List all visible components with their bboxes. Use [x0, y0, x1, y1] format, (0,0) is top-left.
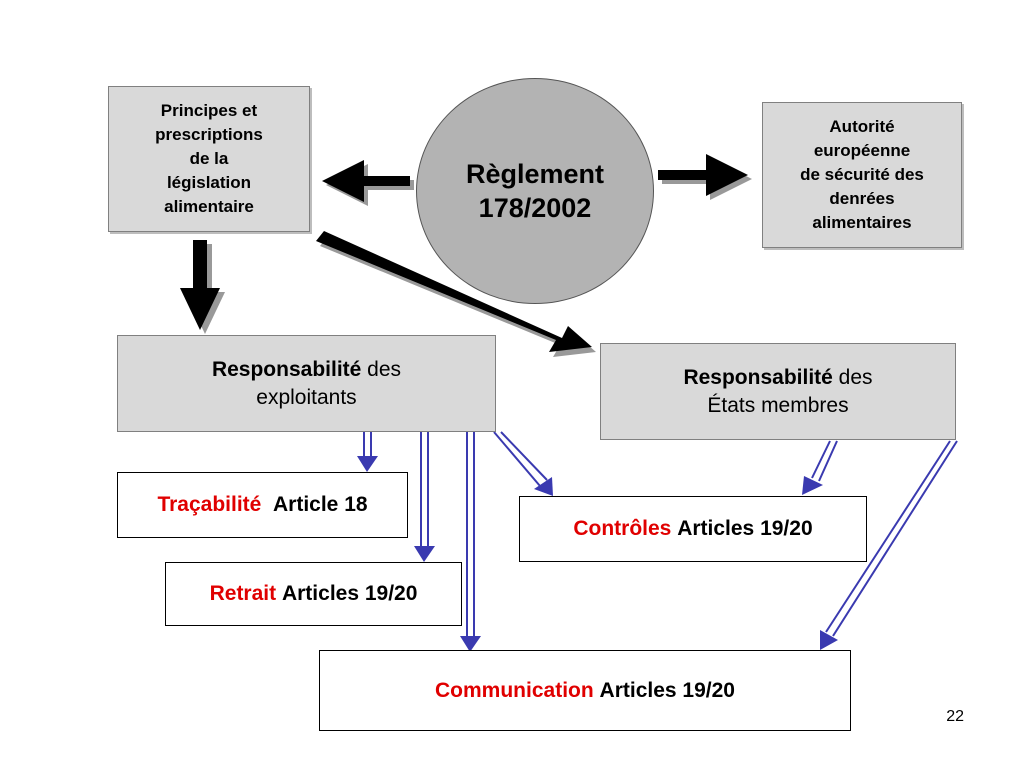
controles-article: Articles 19/20 — [677, 517, 813, 540]
responsabilite-exploitants-box: Responsabilité des exploitants — [117, 335, 496, 432]
autorite-line-4: denrées — [829, 189, 895, 208]
autorite-line-3: de sécurité des — [800, 165, 924, 184]
autorite-line-1: Autorité — [829, 117, 895, 136]
arrow-to-principes — [322, 160, 414, 206]
blue-arrow-communication — [466, 432, 475, 636]
tracabilite-box: Traçabilité Article 18 — [117, 472, 408, 538]
principes-line-1: Principes et — [160, 101, 258, 120]
responsabilite-etats-box: Responsabilité des États membres — [600, 343, 956, 440]
communication-article: Articles 19/20 — [599, 678, 735, 702]
reglement-circle: Règlement 178/2002 — [416, 78, 654, 304]
principes-line-5: alimentaire — [164, 197, 254, 216]
arrow-down-to-exploitants — [180, 240, 225, 334]
blue-arrow-controles — [493, 431, 548, 487]
controles-box: Contrôles Articles 19/20 — [519, 496, 867, 562]
blue-arrow-retrait — [420, 432, 429, 546]
autorite-line-5: alimentaires — [812, 213, 912, 232]
retrait-article: Articles 19/20 — [281, 582, 418, 605]
resp-exploitants-bold: Responsabilité — [211, 357, 362, 381]
autorite-box: Autorité européenne de sécurité des denr… — [762, 102, 962, 248]
tracabilite-article: Article 18 — [273, 493, 368, 516]
reglement-number: 178/2002 — [478, 193, 592, 223]
autorite-line-2: européenne — [813, 141, 911, 160]
page-number: 22 — [946, 708, 964, 725]
principes-line-4: législation — [166, 173, 252, 192]
resp-etats-bold: Responsabilité — [683, 365, 833, 389]
principes-line-2: prescriptions — [155, 125, 263, 144]
communication-label: Communication — [435, 678, 594, 702]
retrait-box: Retrait Articles 19/20 — [165, 562, 462, 626]
blue-arrow-etats-controles — [811, 440, 838, 482]
communication-box: Communication Articles 19/20 — [319, 650, 851, 731]
resp-exploitants-des: des — [361, 357, 402, 381]
resp-exploitants-rest: exploitants — [256, 385, 357, 409]
blue-arrow-tracabilite — [363, 432, 372, 456]
arrow-diag-to-etats — [316, 231, 596, 357]
reglement-title: Règlement — [465, 159, 605, 189]
principes-box: Principes et prescriptions de la législa… — [108, 86, 310, 232]
blue-arrow-etats-communication — [825, 440, 958, 637]
tracabilite-label: Traçabilité — [157, 493, 262, 516]
principes-line-3: de la — [189, 149, 229, 168]
resp-etats-des: des — [832, 365, 873, 389]
resp-etats-rest: États membres — [707, 393, 849, 417]
retrait-label: Retrait — [209, 582, 277, 605]
controles-label: Contrôles — [573, 517, 672, 540]
arrow-to-autorite — [658, 154, 752, 200]
